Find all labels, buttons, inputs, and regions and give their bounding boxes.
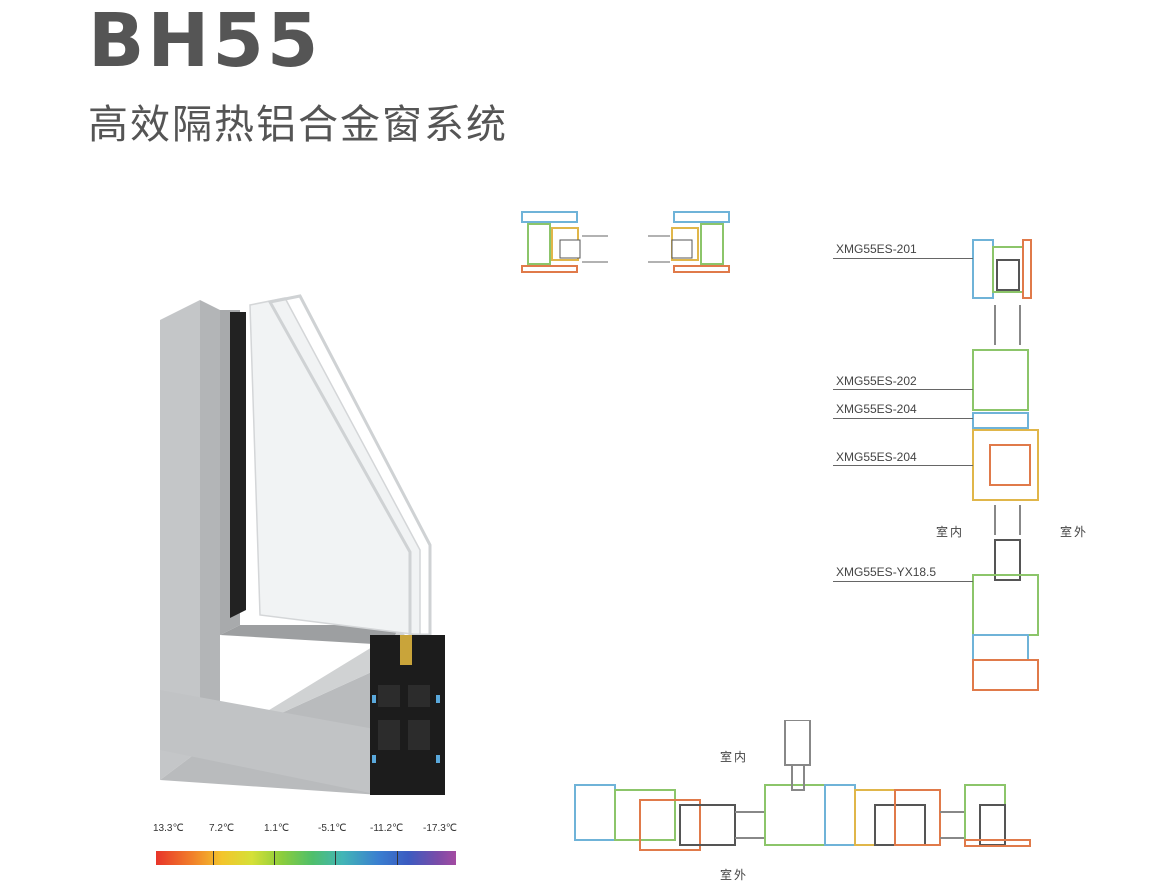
glass-pane-inner: [249, 297, 421, 636]
section-strip-4: [436, 755, 440, 763]
profile-label-202: XMG55ES-202: [836, 374, 917, 388]
section-gasket: [400, 635, 412, 665]
section-strip-3: [372, 755, 376, 763]
leader-201: [833, 258, 973, 259]
profile-label-201: XMG55ES-201: [836, 242, 917, 256]
scale-mark-2: [274, 851, 275, 865]
leader-204a: [833, 418, 973, 419]
temperature-color-bar: [156, 851, 456, 865]
section-detail-top-right: [648, 211, 730, 273]
section-detail-top-left: [521, 211, 608, 273]
section-chamber-1: [378, 685, 400, 707]
frame-bottom-lower: [160, 690, 380, 795]
outdoor-label-bottom: 室外: [720, 868, 749, 882]
scale-mark-4: [397, 851, 398, 865]
profile-label-204a: XMG55ES-204: [836, 402, 917, 416]
section-chamber-2: [408, 685, 430, 707]
section-chamber-4: [408, 720, 430, 750]
sash-bead: [230, 312, 246, 618]
frame-left-front: [200, 300, 220, 750]
profile-label-204b: XMG55ES-204: [836, 450, 917, 464]
indoor-label-right: 室内: [936, 525, 965, 539]
scale-tick-6: -17.3℃: [423, 823, 458, 834]
indoor-label-bottom: 室内: [720, 750, 749, 764]
leader-yx185: [833, 581, 973, 582]
section-stack-vertical: [972, 239, 1039, 691]
section-stack-horizontal: [574, 720, 1031, 851]
sash-bottom: [220, 625, 400, 645]
outdoor-label-right: 室外: [1060, 525, 1089, 539]
leader-202: [833, 389, 973, 390]
scale-tick-4: -5.1℃: [318, 823, 347, 834]
frame-left-face: [160, 300, 200, 780]
window-corner-render: [160, 294, 445, 795]
section-strip-2: [436, 695, 440, 703]
scale-tick-1: 13.3℃: [153, 823, 184, 834]
profile-label-yx185: XMG55ES-YX18.5: [836, 565, 937, 579]
scale-tick-5: -11.2℃: [370, 823, 404, 834]
leader-204b: [833, 465, 973, 466]
section-chamber-3: [378, 720, 400, 750]
scale-tick-2: 7.2℃: [209, 823, 235, 834]
scale-mark-1: [213, 851, 214, 865]
scale-tick-3: 1.1℃: [264, 823, 290, 834]
product-subtitle: 高效隔热铝合金窗系统: [88, 102, 508, 148]
section-strip-1: [372, 695, 376, 703]
product-title: BH55: [88, 0, 322, 84]
scale-mark-3: [335, 851, 336, 865]
